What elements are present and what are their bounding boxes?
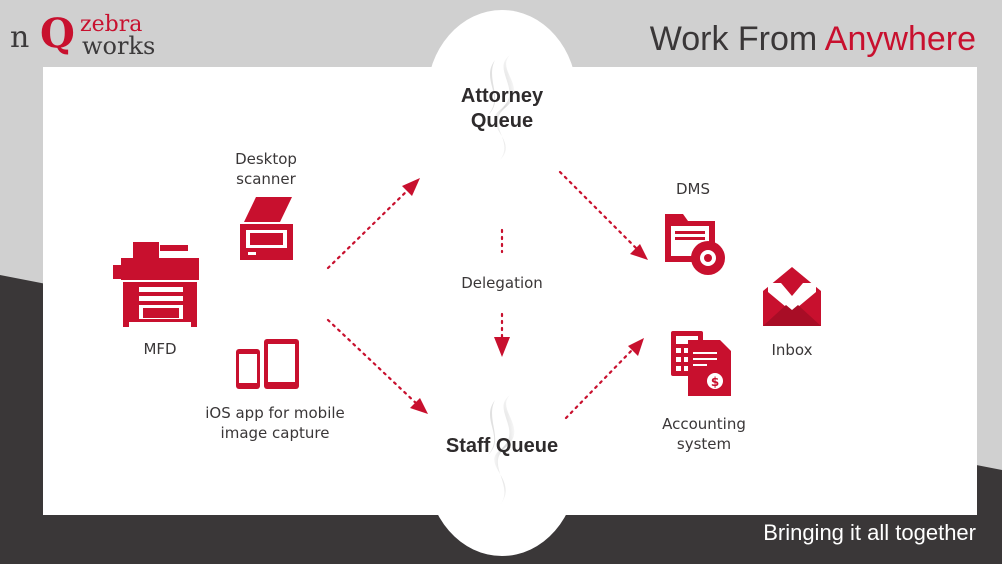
attorney-queue-label: Attorney Queue	[460, 85, 544, 132]
nqzebraworks-logo: n Q zebra works	[10, 8, 170, 60]
attorney-queue-bubble	[427, 10, 577, 182]
ios-app-label: iOS app for mobile image capture	[205, 404, 345, 442]
arrowhead-attorney	[402, 178, 420, 196]
arrowhead-dms	[630, 244, 648, 260]
arrowhead-accounting	[628, 338, 644, 356]
attorney-swirl-icon	[488, 55, 515, 160]
title-prefix: Work From	[649, 20, 825, 58]
page-title: Work From Anywhere	[650, 20, 976, 59]
mobile-devices-icon	[236, 339, 299, 389]
inbox-label: Inbox	[771, 341, 813, 359]
staff-queue-bubble	[427, 384, 577, 556]
arrowhead-delegation	[494, 337, 510, 357]
logo-n: n	[10, 20, 29, 55]
logo-works: works	[82, 32, 156, 60]
svg-text:$: $	[711, 375, 719, 389]
inbox-envelope-icon	[763, 267, 821, 326]
arrow-to-attorney	[326, 186, 412, 270]
staff-swirl-icon	[488, 395, 515, 505]
arrow-to-staff	[326, 318, 420, 407]
delegation-label: Delegation	[461, 274, 543, 292]
accounting-label: Accounting system	[662, 415, 746, 453]
logo-q: Q	[40, 10, 75, 57]
title-highlight: Anywhere	[824, 20, 976, 58]
staff-queue-label: Staff Queue	[445, 435, 559, 457]
dms-label: DMS	[675, 180, 710, 198]
mfd-label: MFD	[143, 340, 177, 358]
desktop-scanner-icon	[240, 197, 293, 260]
dms-folder-gear-icon	[665, 214, 725, 275]
logo-zebra: zebra	[80, 12, 143, 37]
mfd-printer-icon	[113, 242, 199, 327]
accounting-calculator-icon: $	[671, 331, 731, 396]
desktop-scanner-text: Desktop scanner	[235, 150, 297, 188]
footer-tagline: Bringing it all together	[763, 520, 976, 545]
desktop-scanner-label: Desktop scanner	[226, 149, 306, 189]
arrow-staff-to-accounting	[564, 346, 636, 420]
arrowhead-staff	[410, 398, 428, 414]
arrow-attorney-to-dms	[558, 170, 640, 252]
